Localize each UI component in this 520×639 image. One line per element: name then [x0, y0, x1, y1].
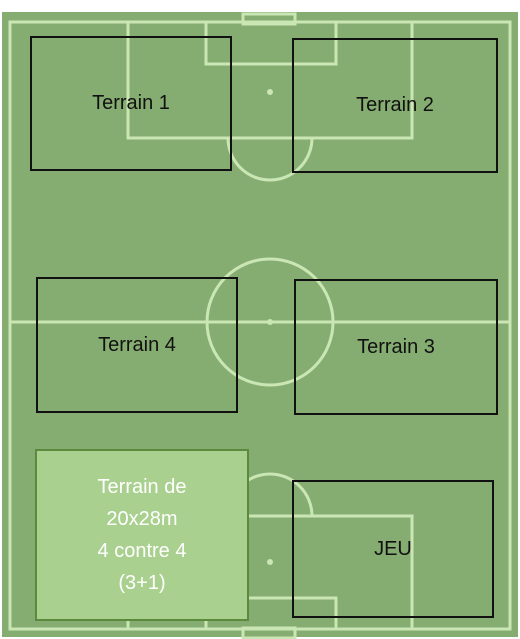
zone-terrain-2-label: Terrain 2 [356, 94, 434, 116]
top-penalty-arc [226, 137, 314, 182]
zone-terrain-3: Terrain 3 [294, 279, 498, 415]
small-terrain-line-4: (3+1) [118, 572, 166, 594]
zone-jeu: JEU [292, 480, 494, 618]
bottom-goal [241, 626, 297, 639]
zone-terrain-4: Terrain 4 [36, 277, 238, 413]
pitch-markings [8, 12, 512, 639]
small-terrain-line-3: 4 contre 4 [97, 540, 187, 562]
zone-small-terrain: Terrain de 20x28m 4 contre 4 (3+1) [35, 449, 249, 621]
top-goal-area [204, 20, 338, 66]
bottom-penalty-spot [267, 559, 273, 565]
small-terrain-line-2: 20x28m [106, 508, 178, 530]
zone-terrain-3-label: Terrain 3 [357, 335, 435, 358]
top-goal [241, 12, 297, 26]
zone-jeu-label: JEU [374, 537, 412, 560]
zone-terrain-2: Terrain 2 [292, 38, 498, 173]
zone-terrain-1-label: Terrain 1 [92, 92, 170, 114]
small-terrain-line-1: Terrain de [97, 476, 187, 498]
zone-terrain-4-label: Terrain 4 [98, 333, 176, 356]
zone-terrain-1: Terrain 1 [30, 36, 232, 171]
center-circle [205, 257, 335, 387]
top-penalty-spot [267, 89, 273, 95]
center-spot [267, 319, 273, 325]
pitch-spots [267, 89, 273, 565]
